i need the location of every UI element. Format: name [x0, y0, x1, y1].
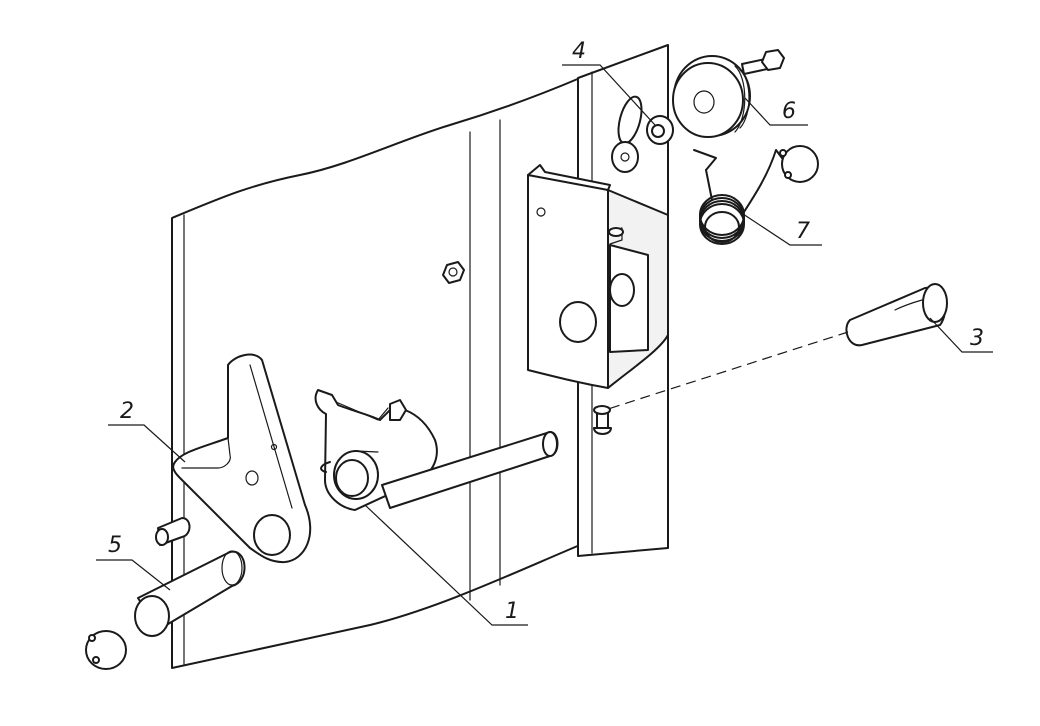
callout-7: 7 [796, 219, 810, 244]
part-3-knob [845, 283, 948, 347]
alignment-line [604, 331, 849, 411]
callout-labels: 1 2 3 4 5 6 7 [108, 39, 984, 624]
leader-4 [562, 64, 656, 126]
bracket-housing [527, 164, 669, 389]
leader-3 [929, 317, 993, 353]
part-7-spring [693, 145, 819, 245]
callout-1: 1 [505, 599, 519, 624]
callout-3: 3 [970, 326, 984, 351]
part-2-plate [172, 353, 312, 564]
part-6-pulley [672, 49, 785, 138]
hex-nut [442, 261, 465, 284]
leader-6 [744, 97, 808, 126]
leader-7 [739, 211, 822, 246]
part-1-lever-shaft [314, 389, 559, 511]
leader-1 [364, 504, 528, 626]
callout-2: 2 [120, 399, 134, 424]
leader-lines [96, 64, 993, 626]
part-4-washers [611, 95, 674, 173]
callout-6: 6 [782, 99, 796, 124]
part-5-pin [85, 517, 246, 670]
leader-5 [96, 559, 171, 591]
small-bolt [593, 405, 612, 435]
callout-5: 5 [108, 533, 122, 558]
callout-4: 4 [572, 39, 586, 64]
leader-2 [108, 424, 186, 463]
